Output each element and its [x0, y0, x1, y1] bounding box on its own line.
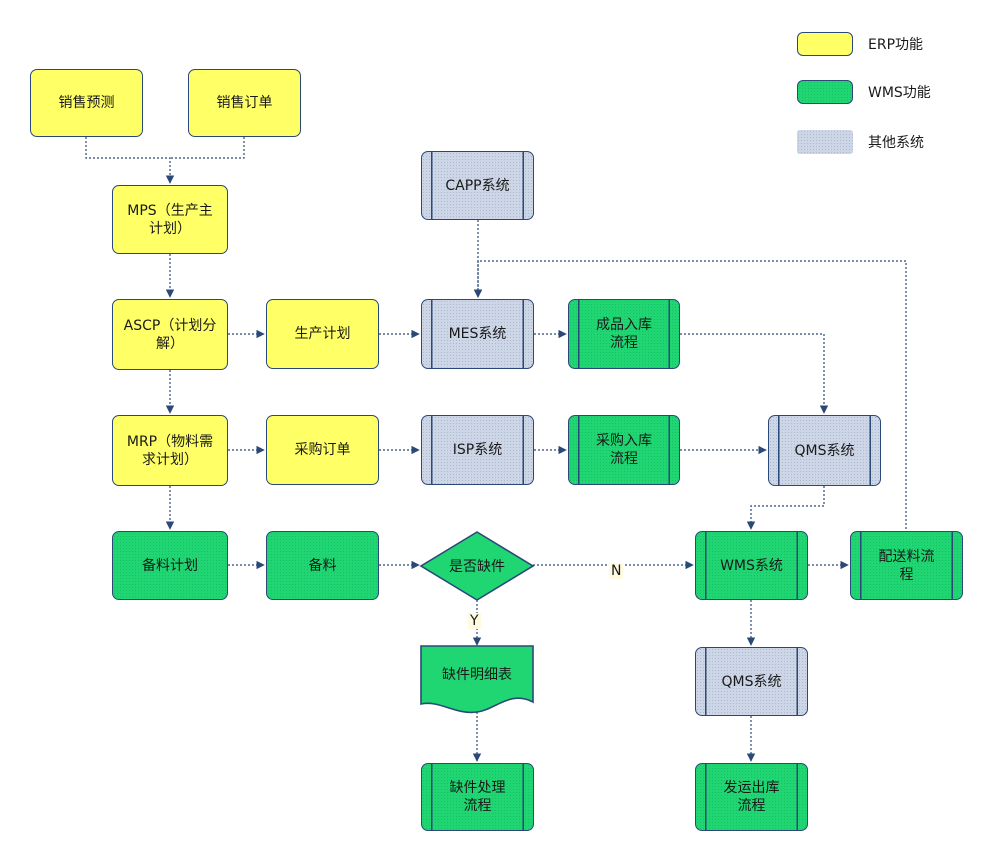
node-fg-inbound[interactable]: 成品入库 流程 — [568, 299, 680, 369]
node-qms-top[interactable]: QMS系统 — [768, 415, 881, 486]
legend-other-swatch — [797, 130, 853, 154]
node-shortage-process[interactable]: 缺件处理 流程 — [421, 763, 534, 831]
connector-forecast-mps — [85, 137, 175, 184]
document-shape — [420, 645, 534, 714]
legend-wms-label: WMS功能 — [868, 85, 931, 101]
node-mrp[interactable]: MRP（物料需 求计划） — [112, 415, 228, 486]
edge-label-no: N — [609, 563, 624, 579]
legend-wms-swatch — [797, 80, 853, 104]
node-stock-prep[interactable]: 备料 — [266, 531, 379, 600]
node-production-plan[interactable]: 生产计划 — [266, 299, 379, 369]
node-ascp[interactable]: ASCP（计划分 解） — [112, 299, 228, 370]
node-mps[interactable]: MPS（生产主 计划） — [112, 185, 228, 254]
edge-label-yes: Y — [468, 613, 481, 629]
node-outbound[interactable]: 发运出库 流程 — [695, 763, 808, 831]
node-purchase-inbound[interactable]: 采购入库 流程 — [568, 415, 680, 485]
node-mes[interactable]: MES系统 — [421, 299, 534, 369]
node-capp[interactable]: CAPP系统 — [421, 151, 534, 220]
node-wms[interactable]: WMS系统 — [695, 531, 808, 600]
decision-label[interactable]: 是否缺件 — [449, 559, 505, 575]
node-sales-forecast[interactable]: 销售预测 — [30, 69, 143, 137]
connector-order-mps — [170, 137, 245, 159]
legend-other-label: 其他系统 — [868, 135, 924, 151]
legend-erp-swatch — [797, 32, 853, 56]
node-delivery[interactable]: 配送料流 程 — [850, 531, 963, 600]
node-purchase-order[interactable]: 采购订单 — [266, 415, 379, 485]
legend-erp-label: ERP功能 — [868, 37, 924, 53]
connector-qms-wms — [746, 486, 825, 530]
node-qms-bottom[interactable]: QMS系统 — [695, 647, 808, 716]
connector-fginbound-qms — [680, 333, 829, 414]
node-stock-plan[interactable]: 备料计划 — [112, 531, 228, 600]
connector-delivery-mes — [473, 260, 907, 529]
node-isp[interactable]: ISP系统 — [421, 415, 534, 485]
node-sales-order[interactable]: 销售订单 — [188, 69, 301, 137]
decision-diamond — [419, 531, 535, 601]
shortage-list-label[interactable]: 缺件明细表 — [442, 667, 512, 683]
